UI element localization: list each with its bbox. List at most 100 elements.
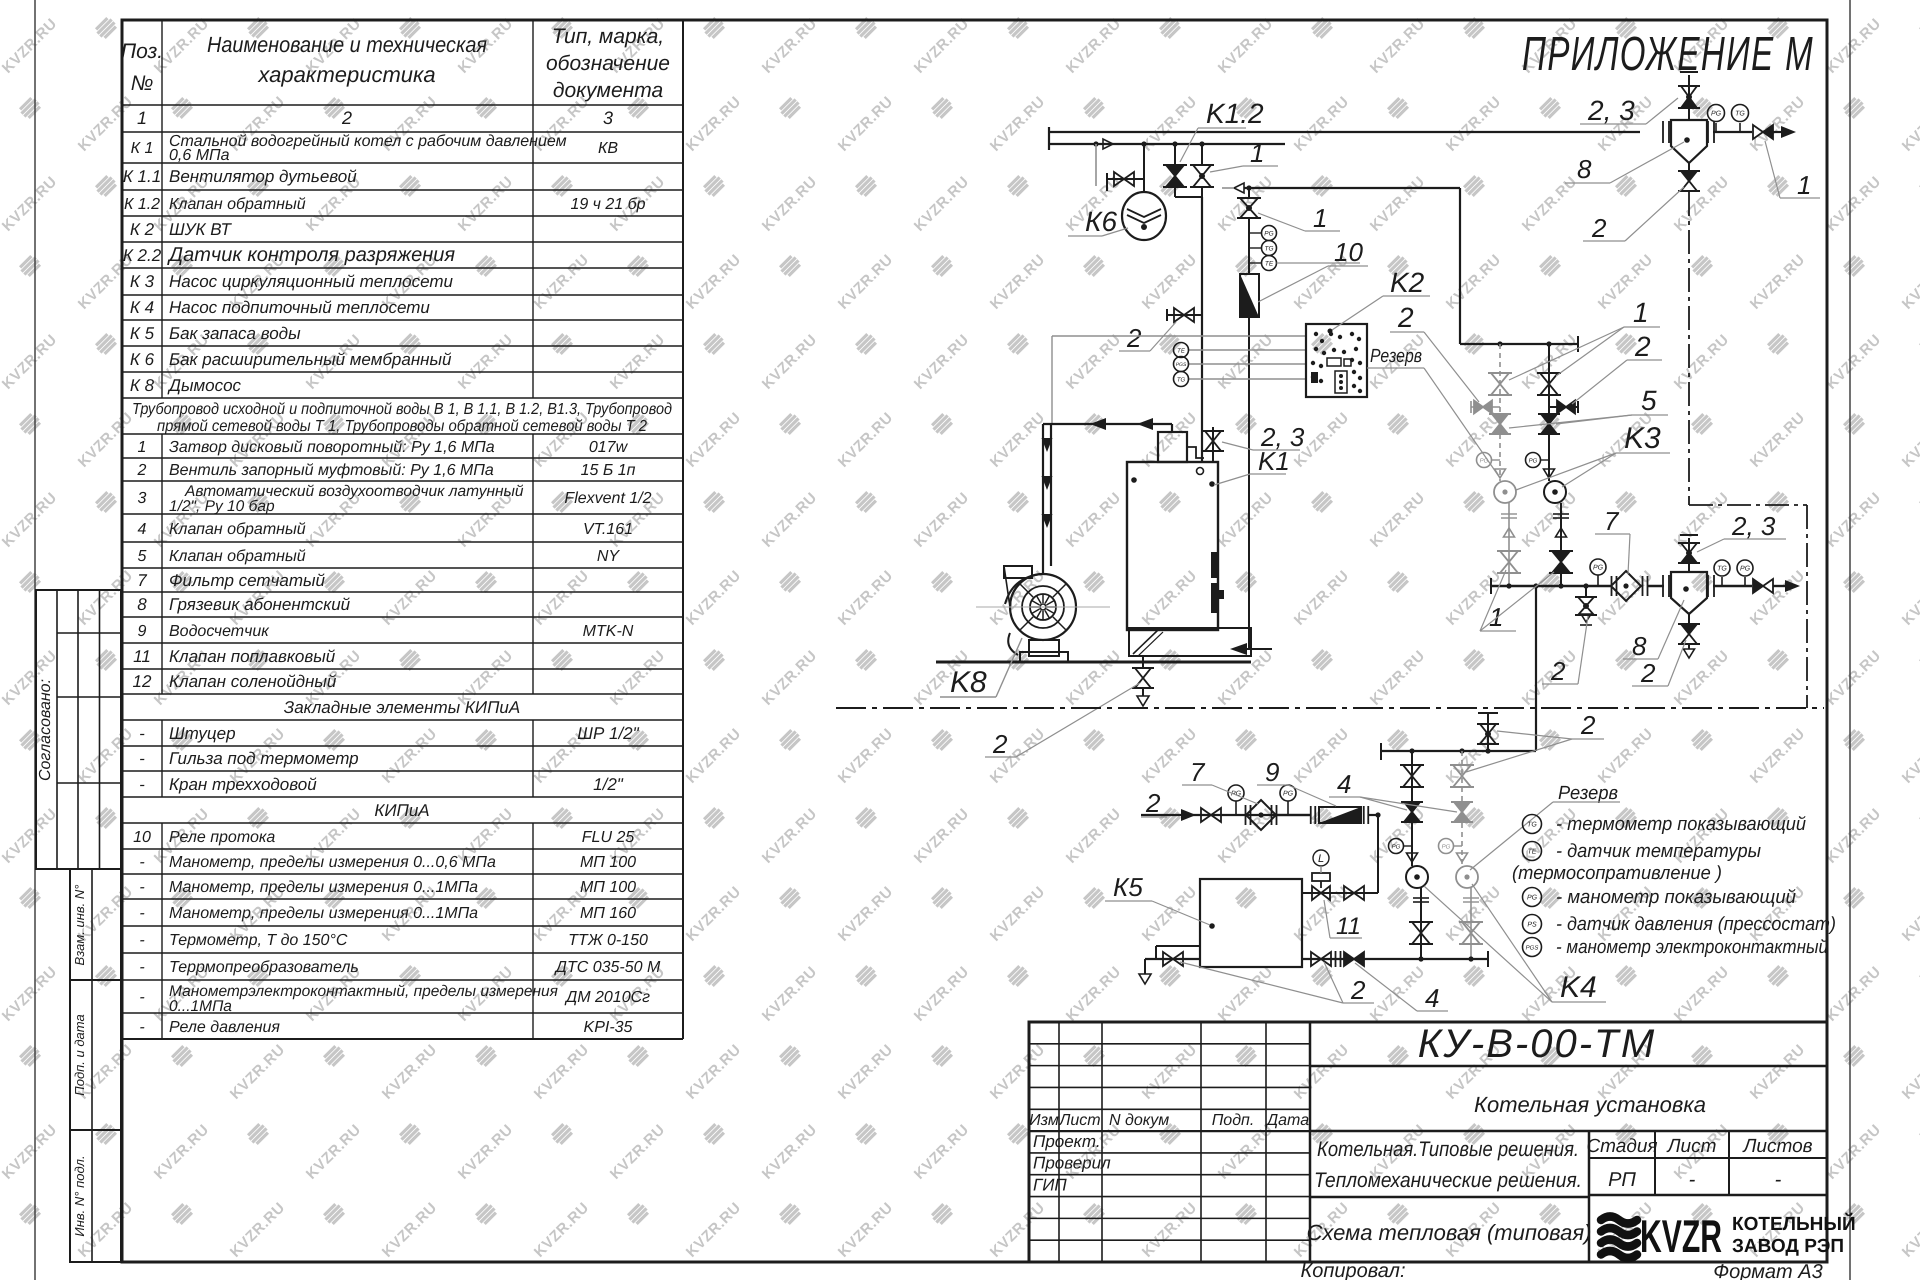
svg-text:-: - [1689,1169,1696,1191]
svg-text:K1: K1 [1258,446,1290,476]
svg-text:Дымосос: Дымосос [167,376,242,395]
svg-text:PG: PG [1593,565,1604,572]
svg-text:PG: PG [1711,111,1722,118]
svg-text:9: 9 [138,623,147,640]
svg-text:5: 5 [1641,385,1657,416]
svg-text:TG: TG [1527,822,1537,829]
svg-text:K1.2: K1.2 [1206,98,1264,129]
svg-text:-: - [139,1019,144,1036]
svg-text:KPI-35: KPI-35 [584,1019,633,1036]
svg-text:1: 1 [138,439,147,456]
svg-text:ШУК ВТ: ШУК ВТ [169,220,232,239]
svg-text:Клапан соленойдный: Клапан соленойдный [169,672,337,691]
svg-text:7: 7 [1604,506,1620,536]
svg-text:1: 1 [1250,138,1264,168]
svg-text:К 6: К 6 [130,350,155,369]
svg-text:-: - [139,905,144,922]
svg-text:-: - [139,989,144,1006]
svg-text:7: 7 [1190,757,1206,787]
svg-text:Кран трехходовой: Кран трехходовой [169,775,317,794]
svg-text:Листов: Листов [1741,1136,1812,1157]
svg-text:Лист: Лист [1058,1112,1100,1129]
svg-text:017w: 017w [589,439,629,456]
svg-text:2: 2 [992,729,1008,759]
svg-text:прямой сетевой воды Т 1, Труб: прямой сетевой воды Т 1, Трубопроводы об… [157,418,647,435]
svg-text:2: 2 [1550,656,1566,686]
svg-text:9: 9 [1265,757,1279,787]
svg-text:характеристика: характеристика [257,62,435,87]
svg-text:- манометр электроконтактный: - манометр электроконтактный [1556,937,1828,958]
svg-text:15 Б 1п: 15 Б 1п [581,462,636,479]
svg-text:2: 2 [341,108,352,128]
svg-text:TG: TG [1177,376,1186,383]
svg-text:1/2": 1/2" [593,775,624,794]
svg-text:Термометр, Т до 150°С: Термометр, Т до 150°С [169,932,348,949]
svg-text:Клапан обратный: Клапан обратный [169,521,306,538]
svg-text:документа: документа [553,79,663,102]
svg-text:МП 100: МП 100 [580,854,636,871]
svg-text:Бак расширительный мембранный: Бак расширительный мембранный [169,350,452,369]
svg-text:Подп.: Подп. [1212,1112,1255,1129]
svg-text:2: 2 [1397,302,1414,333]
svg-text:№: № [131,72,154,95]
svg-text:Вентилятор дутьевой: Вентилятор дутьевой [169,167,357,186]
svg-text:К 1.1: К 1.1 [123,167,161,186]
svg-text:КВ: КВ [598,140,618,157]
svg-text:Затвор дисковый поворотный: Р: Затвор дисковый поворотный: Ру 1,6 МПа [169,439,495,456]
svg-text:Фильтр сетчатый: Фильтр сетчатый [169,571,325,590]
svg-text:10: 10 [133,829,151,846]
svg-text:TG: TG [1264,245,1273,252]
svg-text:ЗАВОД РЭП: ЗАВОД РЭП [1732,1236,1844,1257]
svg-text:Датчик контроля разряжения: Датчик контроля разряжения [167,244,455,266]
svg-text:обозначение: обозначение [546,52,670,75]
svg-text:1: 1 [1797,170,1811,200]
svg-text:Реле протока: Реле протока [169,829,275,846]
svg-text:Бак запаса воды: Бак запаса воды [169,324,301,343]
svg-text:КИПиА: КИПиА [374,801,429,820]
svg-text:-: - [139,724,145,743]
svg-text:К 4: К 4 [130,298,154,317]
svg-text:3: 3 [138,490,147,507]
svg-text:TE: TE [1177,347,1186,354]
svg-text:PG: PG [1231,791,1242,798]
svg-text:VT.161: VT.161 [583,521,633,538]
svg-text:Схема тепловая (типовая): Схема тепловая (типовая) [1306,1220,1591,1245]
svg-text:Насос подпиточный теплосети: Насос подпиточный теплосети [169,298,430,317]
svg-text:Штуцер: Штуцер [169,724,236,743]
svg-text:ДТС 035-50 М: ДТС 035-50 М [554,959,661,976]
svg-text:Взам. инв. N°: Взам. инв. N° [72,885,87,966]
svg-text:(термосопративление ): (термосопративление ) [1512,863,1722,884]
svg-text:Тепломеханические решения.: Тепломеханические решения. [1314,1169,1582,1192]
svg-text:2: 2 [1145,788,1161,818]
svg-text:ПРИЛОЖЕНИЕ М: ПРИЛОЖЕНИЕ М [1522,28,1814,81]
svg-text:Трубопровод исходной и подпито: Трубопровод исходной и подпиточной воды … [132,401,672,418]
svg-text:PGS: PGS [1176,362,1187,368]
svg-text:0...1МПа: 0...1МПа [169,998,232,1015]
svg-text:L: L [1318,853,1324,865]
svg-text:К5: К5 [1113,872,1143,902]
svg-text:-: - [139,854,144,871]
svg-text:Копировал:: Копировал: [1300,1260,1405,1280]
svg-text:7: 7 [137,571,147,590]
svg-text:Насос циркуляционный теплосети: Насос циркуляционный теплосети [169,272,454,291]
svg-text:TE: TE [1528,849,1537,856]
svg-text:РП: РП [1608,1169,1636,1191]
svg-text:Гильза под термометр: Гильза под термометр [169,749,359,768]
svg-text:2: 2 [1640,658,1656,688]
svg-text:8: 8 [137,595,147,614]
svg-text:Стадия: Стадия [1586,1136,1657,1157]
svg-text:PG: PG [1529,457,1538,464]
svg-text:8: 8 [1577,154,1592,184]
svg-text:KVZR: KVZR [1640,1210,1722,1262]
svg-text:NY: NY [597,548,621,565]
svg-text:Проверил: Проверил [1033,1154,1111,1173]
svg-text:4: 4 [1337,769,1351,799]
svg-text:Изм: Изм [1029,1112,1059,1129]
svg-text:8: 8 [1632,631,1647,661]
svg-text:PG: PG [1264,230,1273,237]
svg-text:ГИП: ГИП [1033,1176,1067,1195]
svg-text:К 3: К 3 [130,272,155,291]
svg-text:Лист: Лист [1666,1136,1717,1157]
svg-text:10: 10 [1334,237,1363,267]
svg-text:-: - [139,932,144,949]
